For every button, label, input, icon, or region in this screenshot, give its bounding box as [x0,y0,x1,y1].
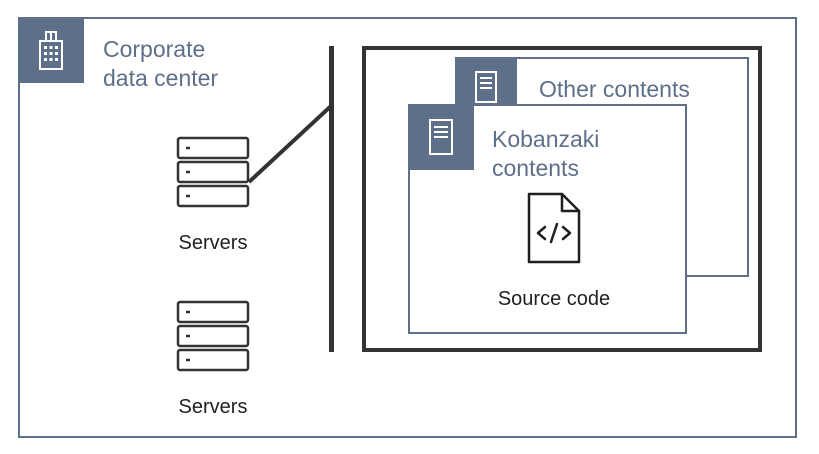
building-icon [34,29,68,71]
document-icon [429,119,453,155]
kobanzaki-title-line1: Kobanzaki [492,126,600,152]
source-code-file-icon [526,191,582,265]
servers-label-2: Servers [178,396,248,418]
network-partition-line [329,46,334,352]
corporate-title-line1: Corporate [103,36,206,62]
kobanzaki-contents-tag [408,104,474,170]
corporate-title-line2: data center [103,65,219,91]
document-icon [475,71,497,103]
contents-container-frame [362,46,762,352]
source-code-label: Source code [497,288,611,310]
server-rack-icon [176,134,252,210]
server-rack-icon [176,298,252,374]
corporate-tag [18,17,84,83]
corporate-data-center-frame [18,17,797,438]
servers-label-1: Servers [178,232,248,254]
kobanzaki-title-line2: contents [492,155,579,181]
other-contents-title: Other contents [539,76,690,102]
